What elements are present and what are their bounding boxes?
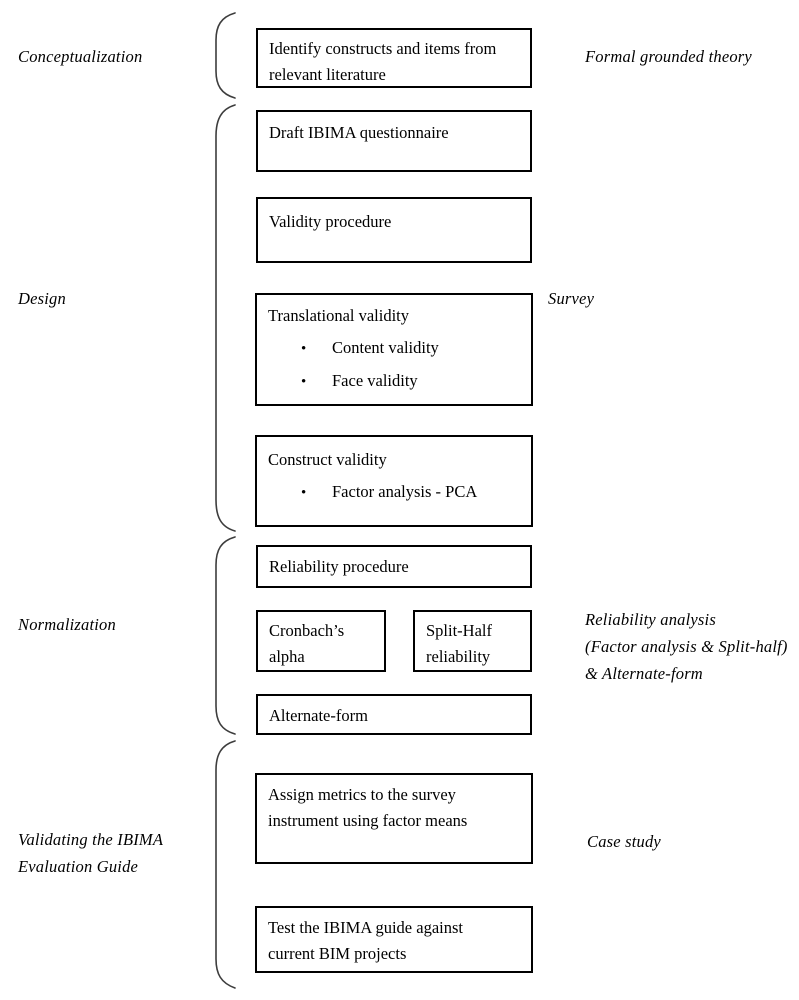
brace-normalization xyxy=(215,536,236,735)
bullet-item-content-validity: • Content validity xyxy=(268,335,525,362)
phase-label-validating-line2: Evaluation Guide xyxy=(18,857,139,876)
box-translational-validity: Translational validity • Content validity… xyxy=(255,293,533,406)
box-text-line: Draft IBIMA questionnaire xyxy=(269,123,449,142)
box-text-line: relevant literature xyxy=(269,65,386,84)
box-text-line: Validity procedure xyxy=(269,212,392,231)
box-cronbachs-alpha: Cronbach’s alpha xyxy=(256,610,386,672)
phase-label-validating-guide: Validating the IBIMA Evaluation Guide xyxy=(18,826,163,880)
method-label-reliability-line1: Reliability analysis xyxy=(585,610,716,629)
box-text-line: Test the IBIMA guide against xyxy=(268,918,463,937)
brace-validating xyxy=(215,740,236,989)
phase-label-design: Design xyxy=(18,289,66,308)
box-text-line: Alternate-form xyxy=(269,706,368,725)
box-split-half-reliability: Split-Half reliability xyxy=(413,610,532,672)
box-reliability-procedure: Reliability procedure xyxy=(256,545,532,588)
box-title: Construct validity xyxy=(268,450,387,469)
phase-label-conceptualization: Conceptualization xyxy=(18,47,143,66)
bullet-item-factor-analysis: • Factor analysis - PCA xyxy=(268,479,525,506)
method-label-reliability-line3: & Alternate-form xyxy=(585,664,703,683)
box-identify-constructs: Identify constructs and items from relev… xyxy=(256,28,532,88)
box-text-line: Assign metrics to the survey xyxy=(268,785,456,804)
box-construct-validity: Construct validity • Factor analysis - PC… xyxy=(255,435,533,527)
box-text-line: Split-Half xyxy=(426,621,492,640)
box-alternate-form: Alternate-form xyxy=(256,694,532,735)
method-label-reliability-line2: (Factor analysis & Split-half) xyxy=(585,637,788,656)
bullet-item-face-validity: • Face validity xyxy=(268,368,525,395)
method-label-survey: Survey xyxy=(548,289,595,308)
brace-design xyxy=(215,104,236,532)
box-text-line: alpha xyxy=(269,647,305,666)
box-text-line: Identify constructs and items from xyxy=(269,39,497,58)
box-assign-metrics: Assign metrics to the survey instrument … xyxy=(255,773,533,864)
box-text-line: reliability xyxy=(426,647,491,666)
box-draft-questionnaire: Draft IBIMA questionnaire xyxy=(256,110,532,172)
box-title: Translational validity xyxy=(268,306,410,325)
bullet-text: Factor analysis - PCA xyxy=(332,482,478,501)
method-label-reliability-analysis: Reliability analysis (Factor analysis & … xyxy=(585,606,788,687)
bullet-icon: • xyxy=(301,341,307,357)
method-label-case-study: Case study xyxy=(587,832,661,851)
bullet-icon: • xyxy=(301,374,307,390)
bullet-text: Content validity xyxy=(332,338,439,357)
method-label-formal-grounded-theory: Formal grounded theory xyxy=(585,47,752,66)
box-text-line: current BIM projects xyxy=(268,944,407,963)
phase-label-normalization: Normalization xyxy=(18,615,116,634)
box-test-guide: Test the IBIMA guide against current BIM… xyxy=(255,906,533,973)
phase-braces xyxy=(215,12,236,989)
bullet-text: Face validity xyxy=(332,371,418,390)
box-text-line: Cronbach’s xyxy=(269,621,345,640)
phase-label-validating-line1: Validating the IBIMA xyxy=(18,830,164,849)
box-text-line: instrument using factor means xyxy=(268,811,468,830)
box-validity-procedure: Validity procedure xyxy=(256,197,532,263)
box-text-line: Reliability procedure xyxy=(269,557,409,576)
brace-conceptualization xyxy=(215,12,236,99)
bullet-icon: • xyxy=(301,485,307,501)
